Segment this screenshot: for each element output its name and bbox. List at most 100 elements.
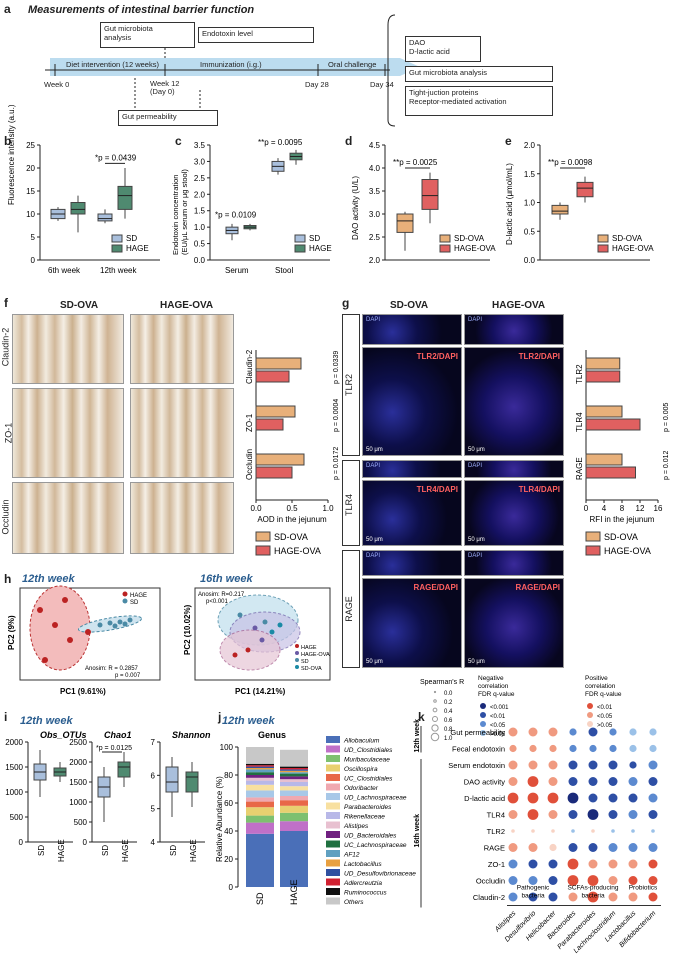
- corr-dot: [648, 810, 658, 819]
- genus-legend-label: Ruminococcus: [344, 890, 387, 897]
- corr-dot: [548, 777, 558, 786]
- merge-label: TLR4/DAPI: [416, 485, 458, 495]
- d-legend-swatch: [439, 244, 451, 253]
- i-title: 12th week: [20, 715, 73, 727]
- ihc-hage-zo1: [130, 388, 234, 478]
- bar-category: TLR4: [575, 412, 584, 432]
- corr-dot: [508, 876, 518, 885]
- pcoa-point: [259, 637, 265, 643]
- y-tick-label: 25: [26, 141, 35, 150]
- box-microbiota: Gut microbiota analysis: [100, 22, 195, 48]
- k-w12: 12th week: [414, 719, 421, 753]
- y-tick-label: 0.0: [194, 256, 206, 265]
- box-permeability: Gut permeability: [118, 110, 218, 126]
- legend-swatch: [326, 878, 340, 886]
- corr-dot: [548, 760, 558, 770]
- legend-label: SD-OVA: [274, 532, 308, 542]
- e-legend-label: HAGE-OVA: [612, 244, 654, 253]
- y-tick-label: 0: [83, 838, 88, 847]
- h-anosim-1: Anosim: R = 0.2857: [85, 666, 139, 672]
- corr-dot: [648, 793, 658, 803]
- corr-dot: [608, 760, 618, 770]
- stack-segment: [280, 805, 308, 813]
- corr-dot: [548, 876, 558, 885]
- stack-segment: [280, 782, 308, 787]
- h-title-2: 16th week: [200, 573, 253, 585]
- point-sd: [112, 623, 118, 629]
- stack-segment: [280, 768, 308, 770]
- corr-dot: [629, 728, 637, 736]
- legend-dot: [122, 591, 128, 597]
- size-legend-circle: [432, 707, 438, 713]
- pcoa-point: [252, 625, 258, 631]
- corr-dot: [567, 875, 579, 886]
- point-hage: [42, 657, 48, 663]
- h-anosim-1b: p = 0.007: [115, 673, 141, 679]
- corr-dot: [528, 892, 538, 902]
- corr-dot: [588, 859, 598, 869]
- y-tick-label: 4.0: [369, 164, 381, 173]
- legend-swatch: [326, 764, 340, 772]
- stack-segment: [246, 807, 274, 816]
- y-tick-label: 80: [224, 771, 233, 780]
- label-week12: Week 12 (Day 0): [150, 79, 180, 97]
- corr-dot: [649, 728, 657, 736]
- b-box-sd-12w: [97, 213, 113, 222]
- bar-sd-ova: [255, 453, 305, 466]
- i-xlabel: HAGE: [121, 839, 130, 862]
- k-leg-neg: Negative: [478, 675, 504, 682]
- h-anosim-2b: p<0.001: [206, 599, 229, 605]
- y-tick-label: 4: [151, 838, 156, 847]
- h-pc1-b: PC1 (14.21%): [235, 687, 286, 696]
- legend-swatch: [585, 531, 601, 542]
- x-tick-label: 0: [584, 504, 589, 513]
- corr-dot: [528, 859, 538, 869]
- corr-dot: [629, 761, 637, 769]
- pcoa-point: [262, 619, 268, 625]
- corr-dot: [628, 810, 638, 819]
- point-hage: [52, 622, 58, 628]
- bar-sd-ova: [255, 405, 296, 418]
- panel-a-letter: a: [4, 2, 11, 16]
- dapi-label: DAPI: [468, 463, 483, 469]
- k-row-label: ZO-1: [488, 860, 505, 869]
- corr-dot: [528, 843, 538, 852]
- fluor-image-dapi-tlr2: DAPI: [464, 314, 564, 346]
- c-legend-swatch: [294, 234, 306, 243]
- y-tick-label: 100: [220, 743, 234, 752]
- h-leg2-item: SD: [301, 659, 309, 665]
- genus-legend-label: UC_Lachnospiraceae: [344, 842, 407, 849]
- e-legend-swatch: [597, 234, 609, 243]
- neg-legend-label: <0.01: [490, 714, 506, 720]
- size-legend-label: 0.2: [444, 700, 453, 706]
- legend-swatch: [326, 869, 340, 876]
- corr-dot: [508, 843, 518, 852]
- stack-segment: [280, 790, 308, 796]
- label-day34: Day 34: [370, 80, 394, 89]
- corr-dot: [527, 792, 539, 804]
- point-sd: [97, 622, 103, 628]
- h-leg2-item: HAGE-OVA: [301, 652, 330, 658]
- corr-dot: [609, 744, 617, 753]
- legend-dot: [295, 658, 299, 662]
- bar-hage-ova: [585, 466, 636, 479]
- pcoa-point: [237, 612, 243, 618]
- f-row-zo1: ZO-1: [3, 422, 14, 444]
- neg-legend-dot: [480, 721, 486, 727]
- j-ylabel: Relative Abundance (%): [215, 776, 224, 862]
- legend-swatch: [326, 840, 340, 848]
- k-group-label: SCFAs-producing: [568, 885, 619, 892]
- y-tick-label: 7: [151, 738, 156, 747]
- bar-xlabel: RFI in the jejunum: [590, 515, 655, 524]
- k-leg-r: Spearman's R: [420, 679, 464, 686]
- y-tick-label: 3.5: [194, 141, 206, 150]
- i-metric: Shannon: [172, 730, 211, 740]
- scale-bar-label: 50 μm: [366, 658, 383, 665]
- label-diet: Diet intervention (12 weeks): [66, 60, 159, 69]
- g-row-rage: RAGE: [343, 596, 354, 622]
- y-tick-label: 6: [151, 771, 156, 780]
- ihc-sd-occludin: [12, 482, 124, 554]
- legend-dot: [295, 665, 299, 669]
- y-tick-label: 4.5: [369, 141, 381, 150]
- stack-segment: [280, 773, 308, 777]
